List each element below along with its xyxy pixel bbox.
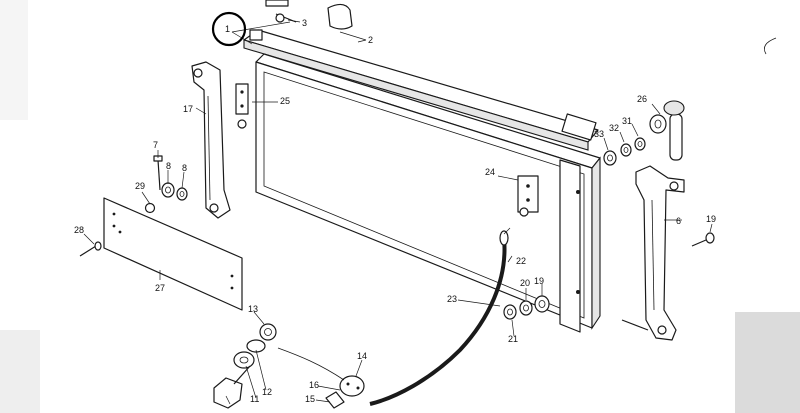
latch-26 <box>649 100 685 161</box>
bolt-11-12-13 <box>213 323 277 409</box>
highlight-circle-part-1 <box>211 11 247 47</box>
washers-31-32-33 <box>603 137 646 166</box>
label-part-13: 13 <box>248 304 258 314</box>
label-part-24: 24 <box>485 167 495 177</box>
label-part-21: 21 <box>508 334 518 344</box>
label-part-8: 8 <box>166 161 171 171</box>
label-part-1: 1 <box>225 24 230 34</box>
label-part-14: 14 <box>357 351 367 361</box>
washers-19-20-21 <box>503 295 550 320</box>
label-part-27: 27 <box>155 283 165 293</box>
bracket-24 <box>517 175 539 217</box>
left-hinge-arm <box>191 61 231 219</box>
part-labels: 1 2 3 6 7 8 8 11 12 13 14 15 16 17 19 19… <box>74 18 716 404</box>
label-part-19: 19 <box>534 276 544 286</box>
right-hinge-arm <box>621 165 685 341</box>
top-rail <box>243 29 599 151</box>
label-part-22: 22 <box>516 256 526 266</box>
support-strap <box>369 230 509 406</box>
label-part-23: 23 <box>447 294 457 304</box>
label-part-6: 6 <box>676 216 681 226</box>
label-part-26: 26 <box>637 94 647 104</box>
label-part-12: 12 <box>262 387 272 397</box>
label-part-11: 11 <box>250 394 259 404</box>
label-part-16: 16 <box>309 380 319 390</box>
screw-7 <box>153 155 163 191</box>
label-part-3: 3 <box>302 18 307 28</box>
leader-lines <box>83 19 713 405</box>
label-part-31: 31 <box>622 116 632 126</box>
label-part-29: 29 <box>135 181 145 191</box>
label-part-15: 15 <box>305 394 315 404</box>
bracket-25 <box>235 83 249 129</box>
nut-29 <box>144 202 156 214</box>
cap-2 <box>327 3 353 30</box>
label-part-25: 25 <box>280 96 290 106</box>
screw-28 <box>79 241 102 257</box>
license-plate-27 <box>103 197 243 311</box>
label-part-32: 32 <box>609 123 619 133</box>
label-part-20: 20 <box>520 278 530 288</box>
label-part-2: 2 <box>368 35 373 45</box>
screw-19 <box>691 232 715 247</box>
screw-3 <box>265 0 297 23</box>
label-part-8: 8 <box>182 163 187 173</box>
label-part-19: 19 <box>706 214 716 224</box>
washers-8 <box>161 182 188 201</box>
label-part-28: 28 <box>74 225 84 235</box>
label-part-17: 17 <box>183 104 193 114</box>
pin-14-15-16 <box>277 347 365 409</box>
edge-mark <box>763 37 777 55</box>
label-part-7: 7 <box>153 140 158 150</box>
label-part-33: 33 <box>594 129 604 139</box>
